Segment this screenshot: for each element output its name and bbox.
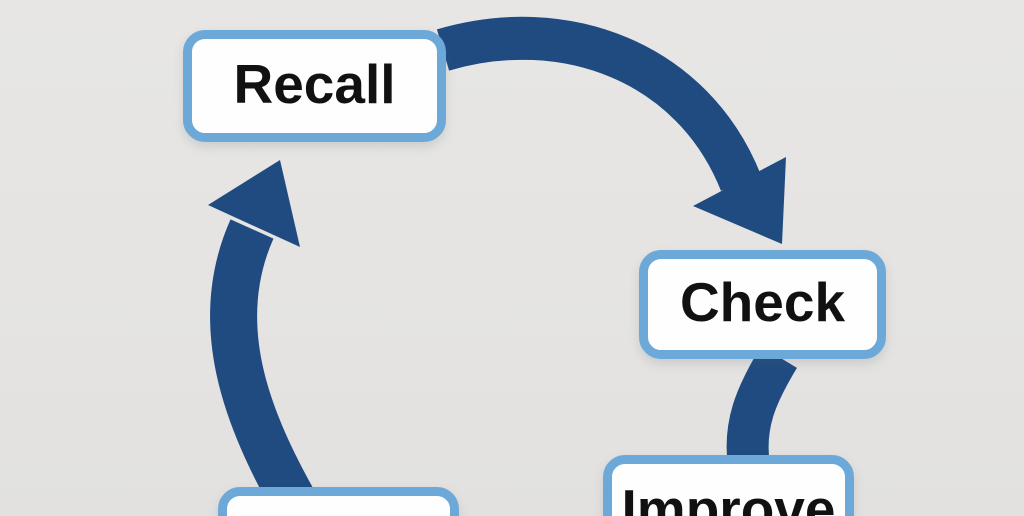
node-check: Check xyxy=(639,250,886,359)
node-bottom-left xyxy=(218,487,459,516)
arrow-check-to-improve xyxy=(726,346,798,470)
arrowhead-down-right-icon xyxy=(693,157,786,244)
node-recall-label: Recall xyxy=(233,52,396,115)
arrow-shaft xyxy=(436,16,761,192)
node-recall: Recall xyxy=(183,30,446,142)
node-improve-label: Improve xyxy=(621,477,836,516)
arrow-shaft xyxy=(210,219,324,516)
node-check-label: Check xyxy=(679,271,846,333)
arrow-shaft xyxy=(726,346,798,470)
arrowhead-up-icon xyxy=(208,160,300,247)
node-improve: Improve xyxy=(603,455,854,516)
arrow-bottomleft-to-recall xyxy=(208,160,324,516)
arrow-recall-to-check xyxy=(436,16,786,244)
